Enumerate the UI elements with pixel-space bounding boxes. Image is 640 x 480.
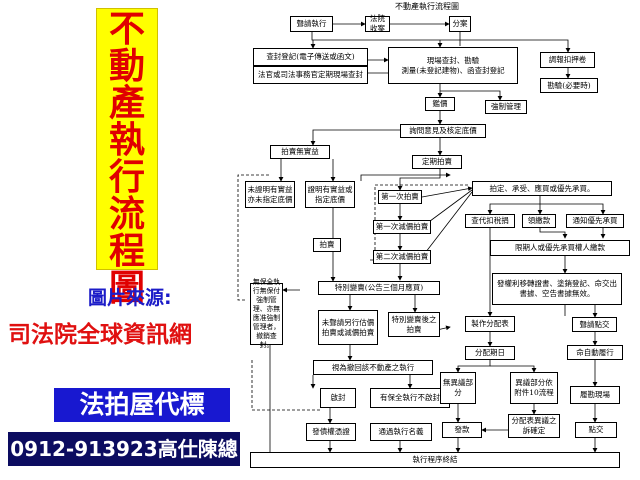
contact-banner: 0912-913923高仕陳總 [8, 432, 240, 466]
move-out-node: 履勘現場 [570, 386, 620, 404]
site-inquiry-node: 法官或司法事務官定期現場查封 [253, 66, 368, 84]
order-delivery-node: 命自動履行 [567, 345, 623, 360]
apply-node: 聲請執行 [290, 16, 333, 32]
no-objection-node: 無異議部分 [440, 372, 476, 404]
title-char: 不 [108, 8, 145, 50]
seal-register-node: 查封登記(電子傳送或函文) [253, 48, 368, 66]
site-seal-node: 現場查封、勘驗 測量(未登記建物)、函查封登記 [388, 47, 518, 84]
other-seal-node: 有保全執行不啟封 [370, 388, 450, 408]
notify-priority-node: 通知優先承買 [566, 214, 624, 228]
release-seal-node: 啟封 [320, 388, 356, 408]
court-receipt-node: 法院收案 [365, 14, 390, 33]
second-auction-node: 第一次減價拍賣 [373, 220, 431, 234]
flowchart-title: 不動產執行流程圖 [395, 2, 459, 11]
distribution-table-node: 製作分配表 [465, 316, 515, 332]
title-char: 行 [108, 156, 145, 198]
disburse-node: 發款 [442, 422, 482, 438]
deemed-withdrawn-node: 視為撤回該不動產之執行 [313, 360, 433, 375]
distribution-date-node: 分配期日 [465, 346, 515, 360]
survey-fee-node: 勘驗(必要時) [540, 78, 598, 93]
special-change-node: 特別變賣後之拍賣 [388, 312, 440, 337]
title-char: 流 [108, 193, 145, 235]
note-a-node: 未證明有實益亦未指定底價 [245, 181, 295, 208]
release-node: 無保全執行無保付強制管理、亦無應准強制管理者，撤銷查封。 [250, 278, 283, 349]
finalized-node: 分配表異議之訴確定 [508, 414, 560, 438]
vertical-title-banner: 不 動 產 執 行 流 程 圖 [96, 8, 158, 307]
record-transcript-node: 調報扣押卷 [540, 52, 595, 68]
pay-price-node: 領繳款 [522, 214, 556, 228]
appraisal-node: 鑑價 [425, 97, 455, 111]
no-benefit-node: 拍賣無實益 [270, 145, 330, 159]
end-node: 執行程序終結 [250, 452, 620, 468]
deadline-priority-node: 限期人或優先承買權人繳款 [490, 240, 630, 256]
first-auction-node: 第一次拍賣 [378, 190, 422, 204]
assign-node: 分案 [449, 16, 471, 32]
objection-node: 異議部分依附件10流程 [510, 372, 558, 404]
hand-over-node: 點交 [575, 422, 617, 438]
title-char: 執 [108, 119, 145, 161]
title-char: 產 [108, 82, 145, 124]
source-label: 圖片來源: [88, 287, 172, 309]
hearing-node: 詢問意見及核定底價 [400, 124, 486, 138]
creditor-cert-node: 發債權憑證 [306, 423, 356, 441]
undertake-node: 拍定、承受、應買或優先承買。 [472, 181, 612, 196]
title-char: 程 [108, 230, 145, 272]
brand-banner: 法拍屋代標 [54, 388, 230, 422]
note-b-node: 證明有實益或指定底價 [305, 181, 355, 208]
title-char: 圖 [108, 267, 145, 309]
delivery-node: 聲請點交 [572, 317, 617, 332]
forced-management-node: 強制管理 [485, 100, 527, 114]
special-sale-node: 特別變賣(公告三個月應買) [318, 281, 440, 295]
scheduled-auction-node: 定期拍賣 [412, 155, 462, 169]
auction-node: 拍賣 [313, 238, 341, 252]
issue-certificate-node: 發權利移轉證書、塗銷登記、命交出書據、空告書據無效。 [492, 273, 622, 305]
source-name: 司法院全球資訊網 [8, 322, 192, 348]
title-char: 動 [108, 45, 145, 87]
announce-list-node: 通過執行名義 [370, 423, 432, 441]
third-auction-node: 第二次減價拍賣 [373, 250, 431, 264]
no-bid-again-node: 未聲請另行估價拍賣或減價拍賣 [318, 310, 378, 345]
tax-node: 查代扣稅捐 [465, 214, 515, 228]
